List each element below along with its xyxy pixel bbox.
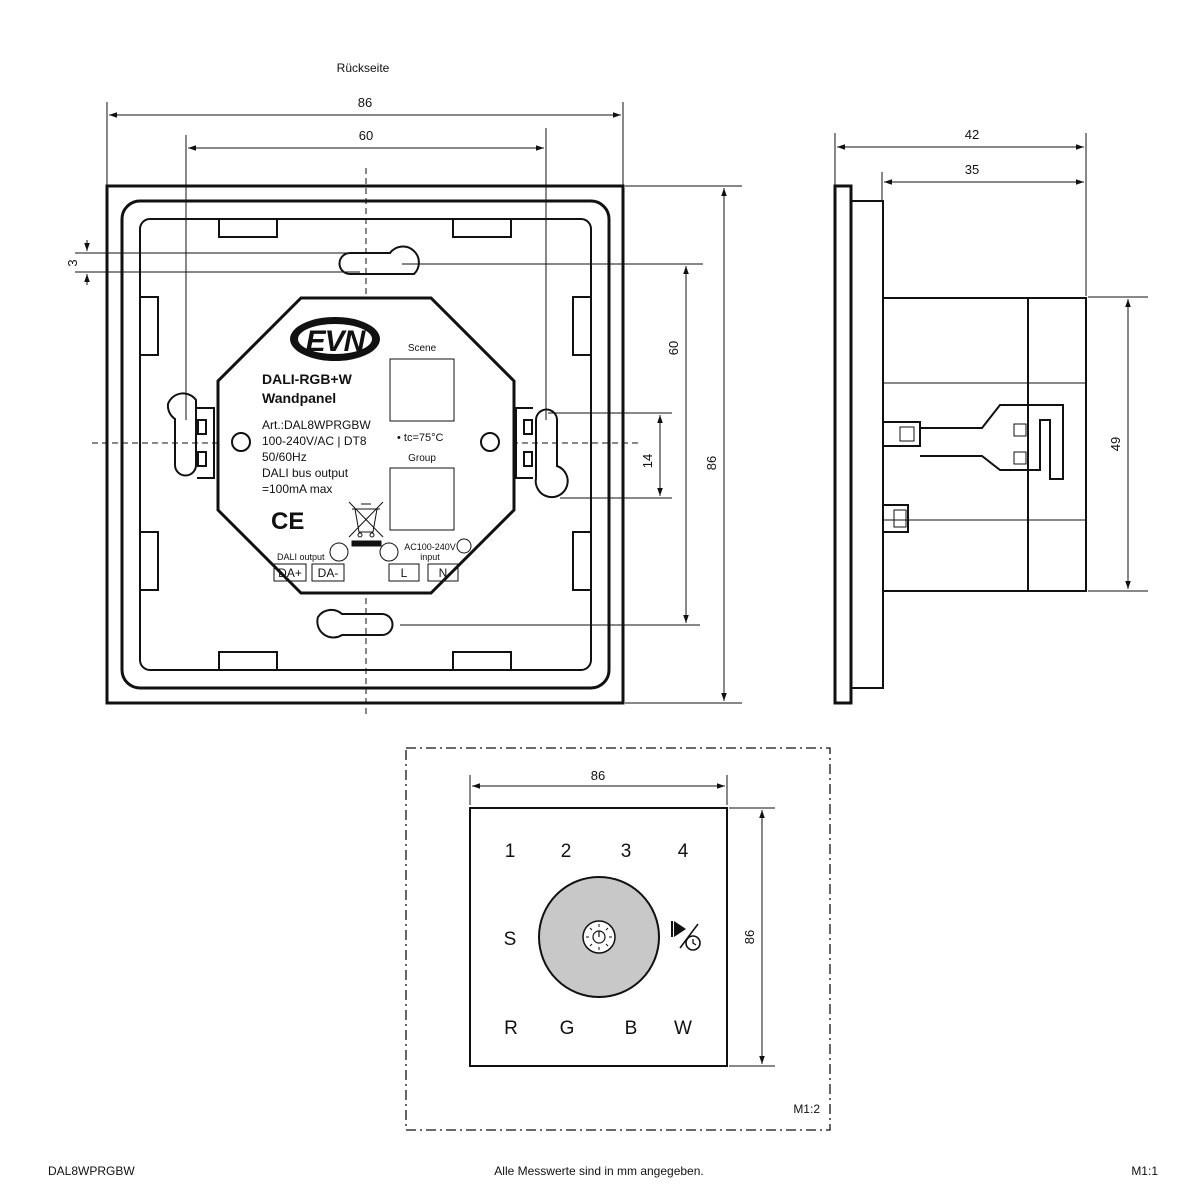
article-number: Art.:DAL8WPRGBW bbox=[262, 418, 371, 432]
dim-rear-width-60: 60 bbox=[185, 128, 547, 420]
evn-logo: EVN bbox=[290, 317, 380, 361]
front-panel bbox=[469, 807, 728, 1067]
key-1[interactable]: 1 bbox=[505, 841, 516, 862]
dim-side-height-49: 49 bbox=[1088, 296, 1148, 592]
dim-side-depth-35: 35 bbox=[881, 162, 1084, 200]
svg-text:86: 86 bbox=[704, 456, 719, 470]
svg-text:35: 35 bbox=[965, 162, 979, 177]
front-scale: M1:2 bbox=[793, 1102, 820, 1116]
rear-view-title: Rückseite bbox=[337, 61, 390, 75]
svg-text:86: 86 bbox=[358, 95, 372, 110]
key-s[interactable]: S bbox=[504, 929, 517, 950]
dim-rear-offset-3: 3 bbox=[65, 240, 360, 285]
svg-text:86: 86 bbox=[742, 930, 757, 944]
key-r[interactable]: R bbox=[504, 1018, 518, 1039]
dali-output-label: DALI output bbox=[277, 552, 325, 562]
dim-rear-clip-14: 14 bbox=[548, 412, 672, 499]
clip-right bbox=[515, 407, 533, 479]
ce-mark: CE bbox=[271, 508, 304, 535]
dali-terminal-screw bbox=[329, 542, 349, 562]
group-label: Group bbox=[408, 453, 436, 464]
voltage-spec: 100-240V/AC | DT8 bbox=[262, 434, 367, 448]
key-3[interactable]: 3 bbox=[621, 841, 632, 862]
product-subtitle: Wandpanel bbox=[262, 390, 336, 406]
svg-text:3: 3 bbox=[65, 259, 80, 266]
ac-input-label: AC100-240V bbox=[404, 542, 456, 552]
ac-terminal-screw bbox=[379, 542, 399, 562]
frequency-spec: 50/60Hz bbox=[262, 450, 307, 464]
rear-frame-outer bbox=[105, 184, 625, 705]
terminal-l: L bbox=[401, 566, 408, 580]
dim-side-depth-42: 42 bbox=[834, 127, 1087, 296]
terminal-da-minus: DA- bbox=[318, 566, 339, 580]
dim-rear-height-60: 60 bbox=[400, 263, 703, 626]
footer-scale: M1:1 bbox=[1131, 1164, 1158, 1178]
weee-bin-icon bbox=[348, 501, 384, 547]
keyhole-top bbox=[338, 245, 420, 275]
footer-model: DAL8WPRGBW bbox=[48, 1164, 135, 1178]
footer-note: Alle Messwerte sind in mm angegeben. bbox=[494, 1164, 703, 1178]
svg-text:86: 86 bbox=[591, 768, 605, 783]
play-timer-icon[interactable] bbox=[671, 921, 701, 951]
key-b[interactable]: B bbox=[625, 1018, 638, 1039]
clip-left bbox=[197, 407, 215, 479]
module-screw-right bbox=[480, 432, 500, 452]
dim-rear-width-86: 86 bbox=[106, 95, 624, 185]
ac-input-label-2: input bbox=[420, 552, 440, 562]
ac-indicator bbox=[456, 538, 472, 554]
tc-label: • tc=75°C bbox=[397, 432, 444, 444]
key-g[interactable]: G bbox=[560, 1018, 575, 1039]
svg-text:14: 14 bbox=[640, 454, 655, 468]
terminal-da-plus: DA+ bbox=[278, 566, 302, 580]
product-name: DALI-RGB+W bbox=[262, 371, 353, 387]
keyhole-right bbox=[534, 408, 569, 499]
terminal-blocks: DA+ DA- L N bbox=[273, 563, 459, 582]
svg-text:60: 60 bbox=[359, 128, 373, 143]
electronic-module bbox=[216, 296, 516, 595]
bus-output-spec: DALI bus output bbox=[262, 466, 349, 480]
module-screw-left bbox=[231, 432, 251, 452]
svg-text:42: 42 bbox=[965, 127, 979, 142]
dim-front-height-86: 86 bbox=[729, 807, 775, 1067]
key-w[interactable]: W bbox=[674, 1018, 692, 1039]
key-4[interactable]: 4 bbox=[678, 841, 689, 862]
group-box bbox=[389, 467, 455, 531]
dim-front-width-86: 86 bbox=[469, 768, 728, 805]
svg-text:49: 49 bbox=[1108, 437, 1123, 451]
terminal-n: N bbox=[439, 566, 448, 580]
scene-label: Scene bbox=[408, 343, 437, 354]
svg-text:60: 60 bbox=[666, 341, 681, 355]
keyhole-left bbox=[166, 392, 197, 477]
keyhole-bottom bbox=[316, 608, 394, 639]
rear-tabs bbox=[139, 218, 592, 671]
scene-box bbox=[389, 358, 455, 422]
side-view bbox=[833, 184, 1087, 705]
front-view-frame bbox=[405, 747, 831, 1131]
dim-rear-height-86: 86 bbox=[625, 185, 742, 704]
light-power-icon[interactable] bbox=[582, 920, 616, 954]
key-2[interactable]: 2 bbox=[561, 841, 572, 862]
current-spec: =100mA max bbox=[262, 482, 332, 496]
svg-text:EVN: EVN bbox=[306, 325, 367, 358]
